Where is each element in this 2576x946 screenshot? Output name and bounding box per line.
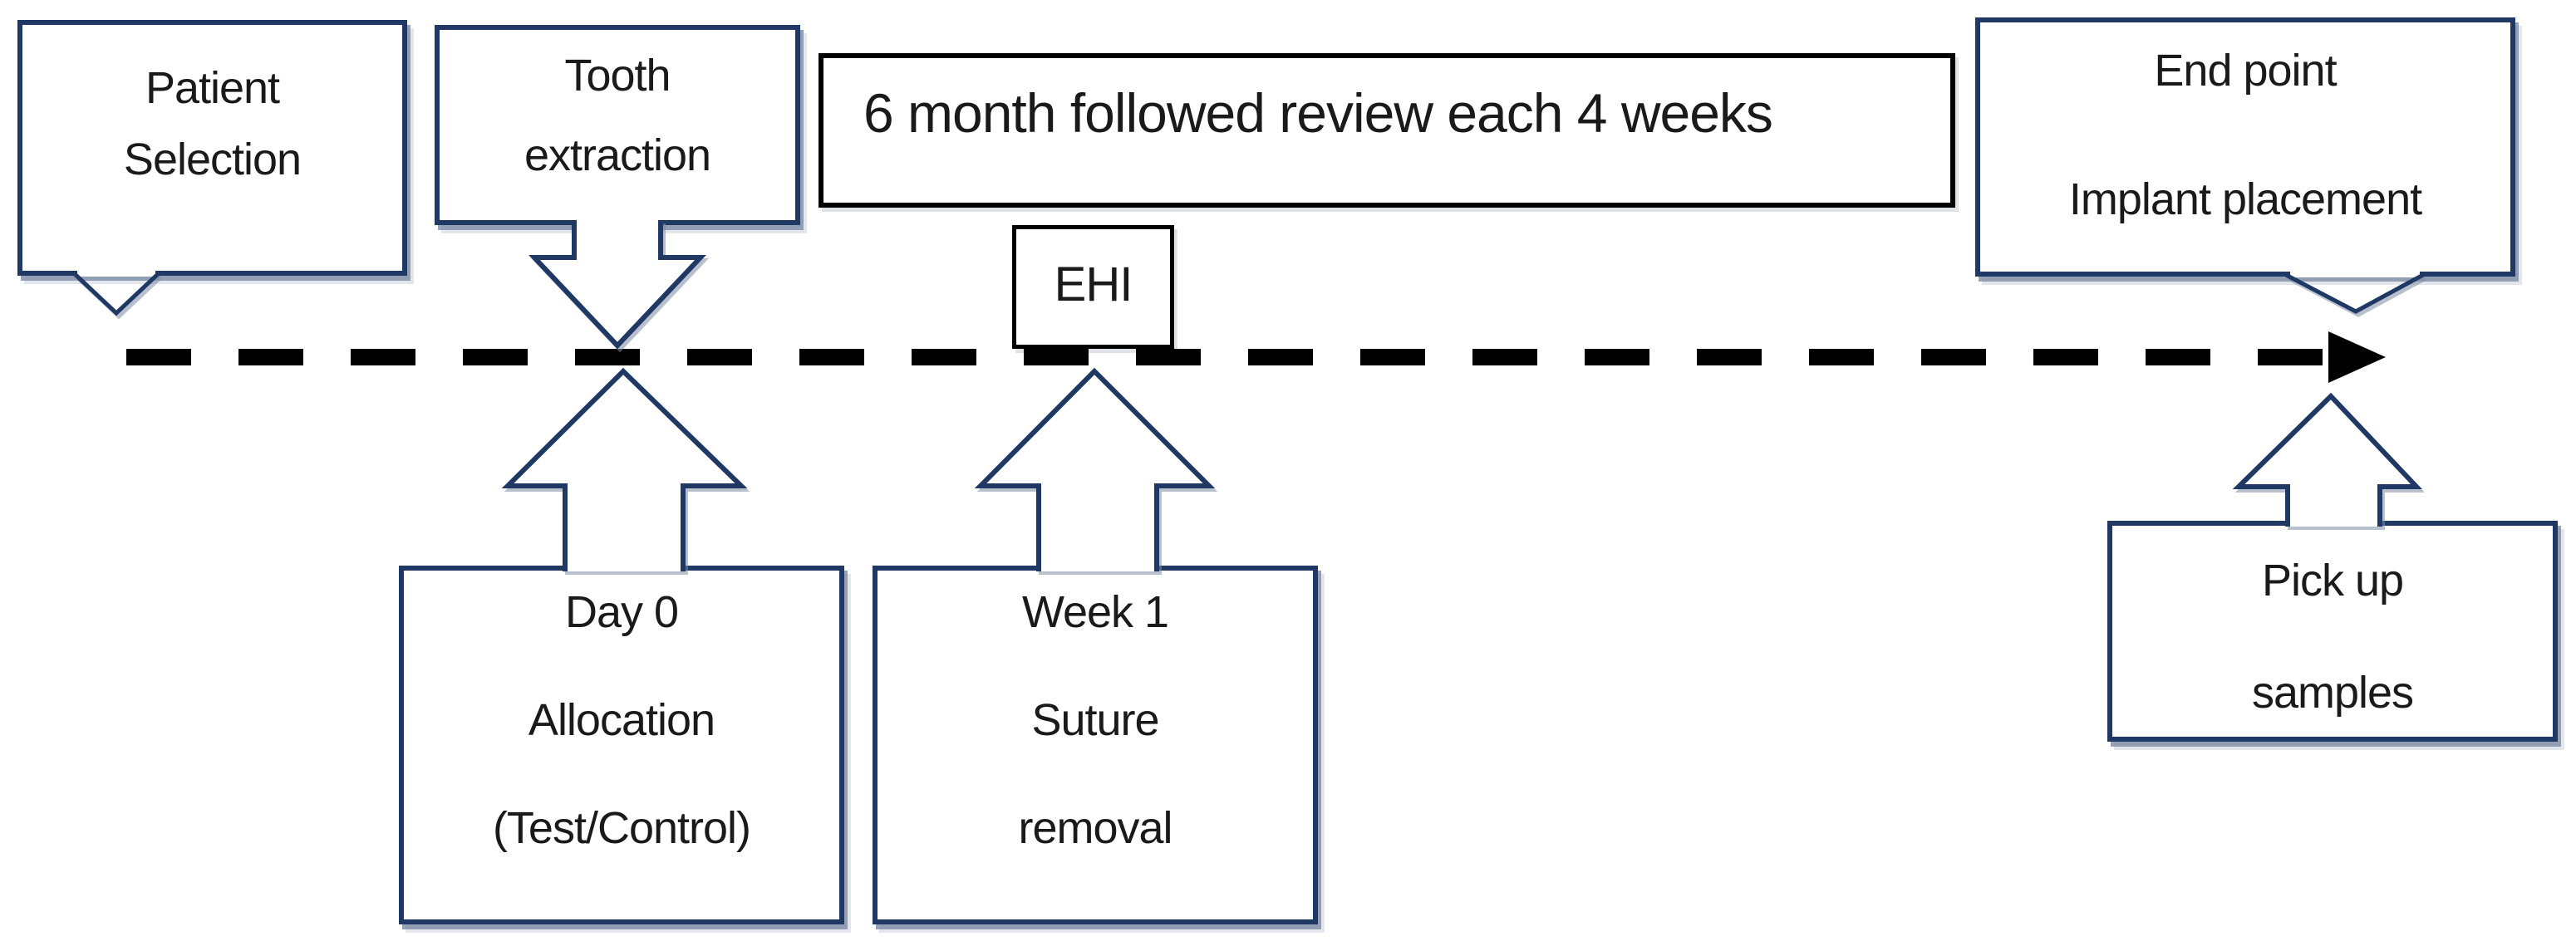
end-point-label-line2: Implant placement (2068, 174, 2422, 224)
week-1-up-arrow-icon (974, 367, 1216, 571)
patient-selection-box: Patient Selection (17, 20, 407, 276)
ehi-label: EHI (1054, 257, 1133, 311)
tooth-extraction-down-arrow-icon (528, 220, 706, 350)
week-1-suture-removal-box: Week 1 Suture removal (873, 566, 1318, 924)
tooth-extraction-label-line2: extraction (524, 130, 711, 180)
day-0-label-line3: (Test/Control) (492, 803, 751, 853)
timeline-arrowhead-icon (2328, 331, 2386, 383)
end-point-box: End point Implant placement (1975, 17, 2515, 277)
week-1-label-line3: removal (1018, 803, 1172, 853)
pick-up-samples-label-line2: samples (2251, 668, 2414, 718)
day-0-allocation-box: Day 0 Allocation (Test/Control) (399, 566, 844, 924)
patient-selection-label-line1: Patient (145, 63, 280, 113)
week-1-label-line1: Week 1 (1021, 587, 1169, 637)
end-point-label-line1: End point (2154, 46, 2337, 96)
tooth-extraction-label-line1: Tooth (564, 50, 671, 100)
pick-up-samples-up-arrow-icon (2232, 392, 2422, 527)
week-1-label-line2: Suture (1031, 695, 1159, 745)
review-period-box: 6 month followed review each 4 weeks (819, 53, 1955, 208)
end-point-pointer-icon (2284, 272, 2425, 314)
ehi-box: EHI (1012, 225, 1174, 349)
day-0-label-line1: Day 0 (564, 587, 679, 637)
day-0-up-arrow-icon (501, 367, 748, 571)
patient-selection-pointer-icon (73, 272, 160, 316)
tooth-extraction-box: Tooth extraction (435, 25, 800, 225)
pick-up-samples-box: Pick up samples (2107, 521, 2558, 742)
day-0-label-line2: Allocation (528, 695, 715, 745)
patient-selection-label-line2: Selection (123, 135, 302, 184)
review-period-label: 6 month followed review each 4 weeks (863, 82, 1773, 145)
pick-up-samples-label-line1: Pick up (2261, 556, 2404, 605)
